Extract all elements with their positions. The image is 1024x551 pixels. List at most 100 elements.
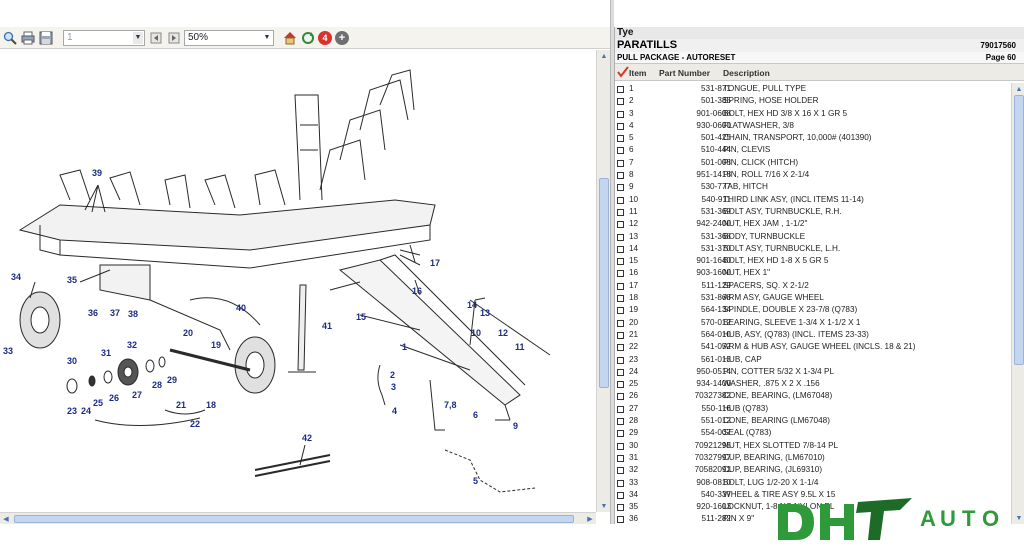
- row-checkbox[interactable]: [617, 159, 624, 167]
- callout-35[interactable]: 35: [67, 275, 78, 285]
- callout-3[interactable]: 3: [391, 382, 397, 392]
- callout-7-8[interactable]: 7,8: [444, 400, 457, 410]
- diagram-horizontal-scrollbar[interactable]: ◀ ▶: [0, 512, 596, 524]
- scroll-thumb[interactable]: [599, 178, 609, 388]
- row-checkbox[interactable]: [617, 282, 624, 290]
- callout-25[interactable]: 25: [93, 398, 104, 408]
- pane-splitter[interactable]: [610, 0, 614, 524]
- callout-5[interactable]: 5: [473, 476, 479, 486]
- scroll-right-icon[interactable]: ▶: [587, 516, 593, 523]
- home-icon[interactable]: [282, 30, 297, 45]
- callout-26[interactable]: 26: [109, 393, 120, 403]
- scroll-left-icon[interactable]: ◀: [3, 516, 9, 523]
- callout-10[interactable]: 10: [471, 328, 482, 338]
- scroll-thumb[interactable]: [1014, 95, 1024, 365]
- callout-9[interactable]: 9: [513, 421, 519, 431]
- prev-page-icon[interactable]: [148, 30, 163, 45]
- chevron-down-icon[interactable]: ▼: [133, 31, 143, 44]
- column-description[interactable]: Description: [723, 68, 770, 78]
- row-checkbox[interactable]: [617, 172, 624, 180]
- save-icon[interactable]: [38, 30, 53, 45]
- callout-30[interactable]: 30: [67, 356, 78, 366]
- row-checkbox[interactable]: [617, 442, 624, 450]
- scroll-down-icon[interactable]: ▼: [1015, 514, 1023, 522]
- callout-33[interactable]: 33: [3, 346, 14, 356]
- row-checkbox[interactable]: [617, 504, 624, 512]
- row-checkbox[interactable]: [617, 454, 624, 462]
- row-checkbox[interactable]: [617, 516, 624, 524]
- callout-22[interactable]: 22: [190, 419, 201, 429]
- callout-15[interactable]: 15: [356, 312, 367, 322]
- callout-20[interactable]: 20: [183, 328, 194, 338]
- column-part-number[interactable]: Part Number: [659, 68, 711, 78]
- print-icon[interactable]: [20, 30, 35, 45]
- row-checkbox[interactable]: [617, 479, 624, 487]
- row-checkbox[interactable]: [617, 307, 624, 315]
- scroll-up-icon[interactable]: ▲: [1015, 85, 1023, 93]
- row-checkbox[interactable]: [617, 319, 624, 327]
- callout-32[interactable]: 32: [127, 340, 138, 350]
- row-checkbox[interactable]: [617, 184, 624, 192]
- row-checkbox[interactable]: [617, 98, 624, 106]
- callout-40[interactable]: 40: [236, 303, 247, 313]
- callout-38[interactable]: 38: [128, 309, 139, 319]
- callout-23[interactable]: 23: [67, 406, 78, 416]
- page-number-input[interactable]: 1 ▼: [63, 29, 145, 46]
- row-checkbox[interactable]: [617, 430, 624, 438]
- callout-4[interactable]: 4: [392, 406, 398, 416]
- callout-18[interactable]: 18: [206, 400, 217, 410]
- callout-29[interactable]: 29: [167, 375, 178, 385]
- callout-37[interactable]: 37: [110, 308, 121, 318]
- row-checkbox[interactable]: [617, 122, 624, 130]
- row-checkbox[interactable]: [617, 295, 624, 303]
- row-checkbox[interactable]: [617, 221, 624, 229]
- callout-16[interactable]: 16: [412, 286, 423, 296]
- row-checkbox[interactable]: [617, 418, 624, 426]
- callout-12[interactable]: 12: [498, 328, 509, 338]
- row-checkbox[interactable]: [617, 356, 624, 364]
- callout-41[interactable]: 41: [322, 321, 333, 331]
- row-checkbox[interactable]: [617, 208, 624, 216]
- scroll-down-icon[interactable]: ▼: [600, 502, 608, 510]
- callout-11[interactable]: 11: [515, 342, 525, 352]
- row-checkbox[interactable]: [617, 258, 624, 266]
- callout-36[interactable]: 36: [88, 308, 99, 318]
- row-checkbox[interactable]: [617, 344, 624, 352]
- row-checkbox[interactable]: [617, 467, 624, 475]
- row-checkbox[interactable]: [617, 368, 624, 376]
- scroll-up-icon[interactable]: ▲: [600, 52, 608, 60]
- callout-42[interactable]: 42: [302, 433, 313, 443]
- exploded-parts-diagram[interactable]: 39 34 35 36 37 38 40 41 33 20 19 30 31 3…: [0, 50, 596, 512]
- callout-19[interactable]: 19: [211, 340, 222, 350]
- callout-39[interactable]: 39: [92, 168, 103, 178]
- callout-13[interactable]: 13: [480, 308, 491, 318]
- callout-1[interactable]: 1: [402, 342, 408, 352]
